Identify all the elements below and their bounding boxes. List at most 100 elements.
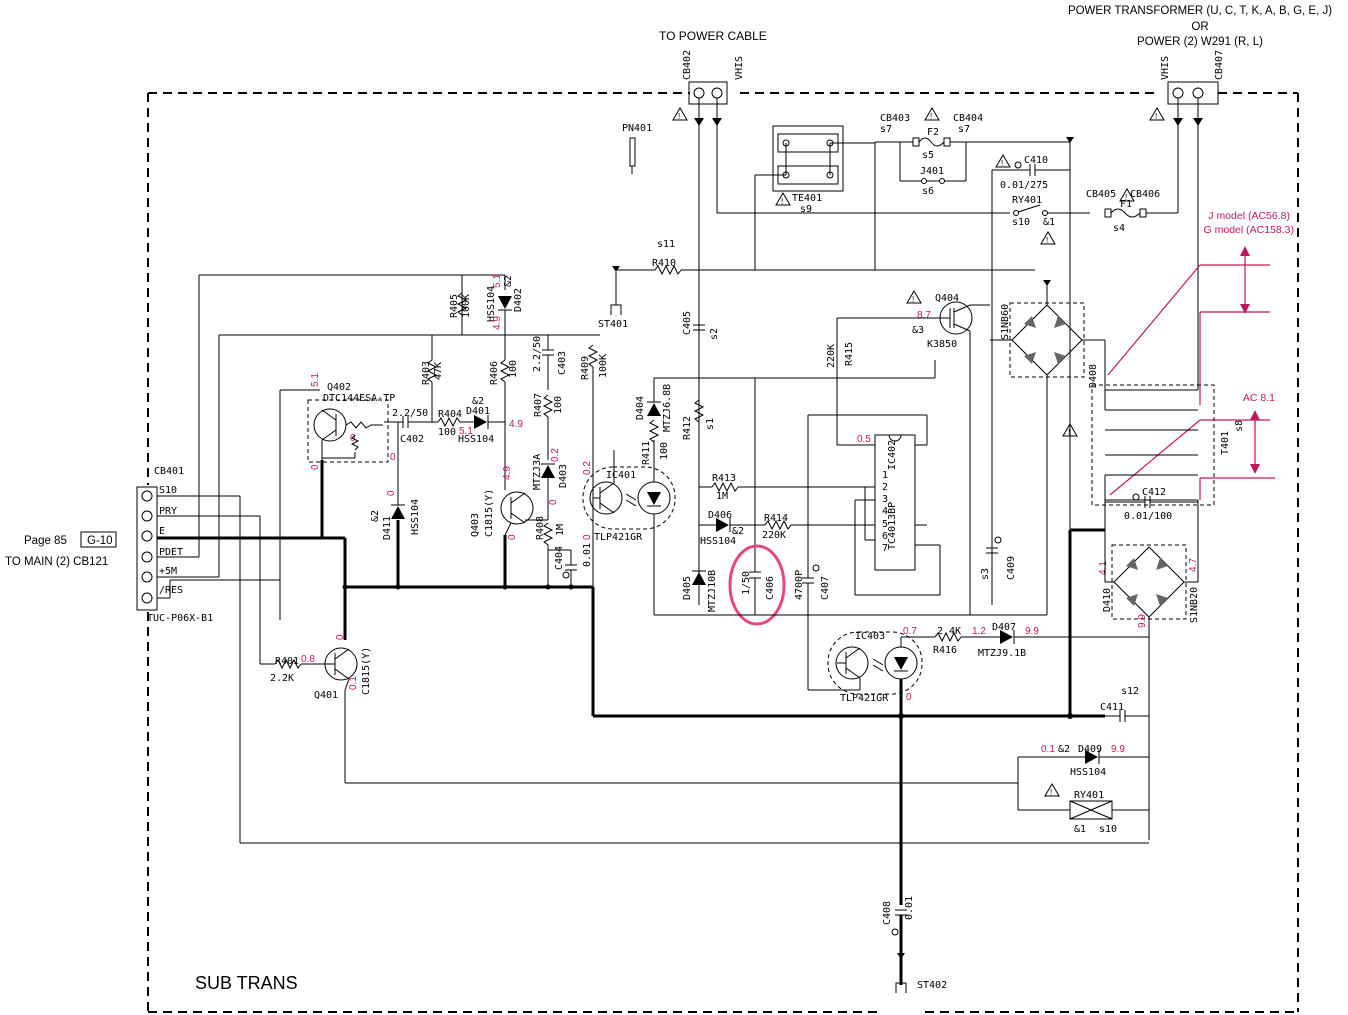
svg-text:4700P: 4700P (794, 570, 805, 600)
d410-bridge: 4.1 D410 4.7 S1NB20 9.9 (1098, 500, 1200, 840)
svg-text:&3: &3 (912, 325, 924, 336)
svg-text:D404: D404 (635, 396, 646, 420)
svg-text:CB406: CB406 (1130, 189, 1160, 200)
svg-text:0.01/275: 0.01/275 (1000, 180, 1048, 191)
svg-text:Q403: Q403 (470, 513, 481, 537)
svg-text:&2: &2 (732, 526, 744, 537)
svg-text:4.9: 4.9 (492, 316, 503, 330)
svg-text:CB403: CB403 (880, 113, 910, 124)
d411-diode: 0 &2 D411 HSS104 (370, 422, 421, 540)
svg-text:s8: s8 (1234, 420, 1245, 432)
svg-text:!: ! (678, 112, 680, 121)
svg-text:R414: R414 (764, 513, 788, 524)
svg-text:TE401: TE401 (792, 193, 822, 204)
svg-text:!: ! (930, 112, 932, 121)
svg-text:s9: s9 (800, 204, 812, 215)
cb402-connector: CB402 VHIS (682, 50, 745, 105)
svg-text:C1815(Y): C1815(Y) (361, 647, 372, 695)
d409-diode: 0.1 &2 D409 9.9 HSS104 (1017, 744, 1149, 810)
q401-transistor: 0 Q401 0.1 C1815(Y) (314, 634, 1018, 784)
svg-text:D408: D408 (1088, 364, 1099, 388)
d407-diode: D407 9.9 MTZJ9.1B (978, 622, 1149, 659)
svg-text:R405: R405 (449, 294, 460, 318)
svg-text:S1NB60: S1NB60 (1000, 304, 1011, 340)
c403-capacitor: 2.2/50 C403 (532, 335, 568, 390)
svg-text:PN401: PN401 (622, 123, 652, 134)
svg-text:0: 0 (906, 692, 912, 703)
svg-text:D407: D407 (992, 622, 1016, 633)
svg-text:R416: R416 (933, 645, 957, 656)
f1-fuse: CB405 CB406 F1 s4 (1086, 189, 1178, 234)
svg-text:s5: s5 (922, 150, 934, 161)
c406-capacitor: 1/50 C406 (728, 378, 786, 626)
svg-text:S1NB20: S1NB20 (1189, 587, 1200, 623)
svg-text:4.7: 4.7 (1188, 558, 1199, 572)
svg-text:4: 4 (882, 506, 888, 517)
svg-text:!: ! (1155, 112, 1157, 121)
svg-text:C407: C407 (820, 576, 831, 600)
svg-text:9.9: 9.9 (1111, 744, 1125, 755)
r407-resistor: R407 100 (533, 393, 564, 460)
svg-text:s2: s2 (709, 328, 720, 340)
svg-text:AC 8.1: AC 8.1 (1243, 392, 1275, 404)
c410-capacitor: C410 0.01/275 (991, 142, 1071, 605)
r409-resistor: R409 100K (580, 344, 609, 590)
transformer-label-2: OR (1191, 21, 1208, 33)
svg-text:G model (AC158.3): G model (AC158.3) (1204, 224, 1294, 236)
svg-text:!: ! (1046, 236, 1048, 245)
ry401-coil: RY401 &1 s10 (1018, 790, 1149, 835)
svg-text:Q402: Q402 (327, 382, 351, 393)
svg-text:!: ! (912, 295, 914, 304)
svg-text:IC401: IC401 (606, 470, 636, 481)
cb407-connector: VHIS CB407 (1160, 50, 1225, 105)
svg-text:5: 5 (882, 519, 888, 530)
svg-text:D410: D410 (1102, 588, 1113, 612)
svg-text:R406: R406 (489, 361, 500, 385)
c409-capacitor: s3 C409 (980, 536, 1017, 580)
svg-text:R410: R410 (652, 258, 676, 269)
mid-wiring (654, 300, 1071, 616)
r405-resistor: R405 100K (449, 292, 472, 318)
d406-diode: D406 &2 HSS104 (699, 510, 744, 547)
model-annotation: J model (AC56.8) G model (AC158.3) AC 8.… (1107, 210, 1294, 500)
svg-text:K3850: K3850 (927, 339, 957, 350)
svg-text:!: ! (1050, 788, 1052, 797)
svg-text:0: 0 (335, 634, 346, 640)
svg-text:MTZJ10B: MTZJ10B (707, 570, 718, 612)
svg-text:s7: s7 (880, 124, 892, 135)
svg-text:0.1: 0.1 (1041, 744, 1055, 755)
svg-text:R404: R404 (438, 409, 462, 420)
r415-resistor: 220K R415 (826, 342, 855, 368)
svg-text:1M: 1M (555, 524, 566, 536)
f2-fuse: CB403 s7 CB404 s7 F2 s5 J401 s6 (874, 113, 1074, 270)
svg-text:&1: &1 (1043, 217, 1055, 228)
c406-highlight-circle (728, 544, 786, 626)
svg-text:4.9: 4.9 (502, 466, 513, 480)
svg-text:CB402: CB402 (682, 50, 693, 80)
svg-text:F1: F1 (1120, 199, 1132, 210)
st402-terminal: ST402 (895, 953, 947, 993)
svg-text:0.7: 0.7 (903, 626, 917, 637)
svg-text:Q404: Q404 (935, 293, 959, 304)
svg-text:RY401: RY401 (1012, 195, 1042, 206)
svg-text:!: ! (1068, 428, 1070, 437)
svg-text:MTZJ6.8B: MTZJ6.8B (662, 384, 673, 432)
svg-text:!: ! (781, 197, 783, 206)
d408-bridge: S1NB60 D408 (990, 280, 1106, 615)
svg-text:C409: C409 (1006, 556, 1017, 580)
ic402-flipflop: 0.5 1 2 3 4 5 6 7 IC402 TC4013BP (807, 414, 941, 596)
ry401-switch: RY401 s10 &1 (1012, 195, 1090, 228)
svg-text:C405: C405 (682, 311, 693, 335)
svg-text:0: 0 (582, 534, 593, 540)
te401-terminal: TE401 s9 (754, 125, 875, 270)
svg-text:CB401: CB401 (154, 466, 184, 477)
svg-text:9.9: 9.9 (1025, 626, 1039, 637)
svg-text:HSS104: HSS104 (1070, 767, 1106, 778)
c402-capacitor: 2.2/50 C402 0 (384, 408, 438, 463)
ground-bus (157, 460, 1105, 905)
svg-text:C408: C408 (882, 901, 893, 925)
svg-text:8.7: 8.7 (917, 310, 931, 321)
svg-text:0.5: 0.5 (857, 434, 871, 445)
svg-text:CB407: CB407 (1214, 50, 1225, 80)
